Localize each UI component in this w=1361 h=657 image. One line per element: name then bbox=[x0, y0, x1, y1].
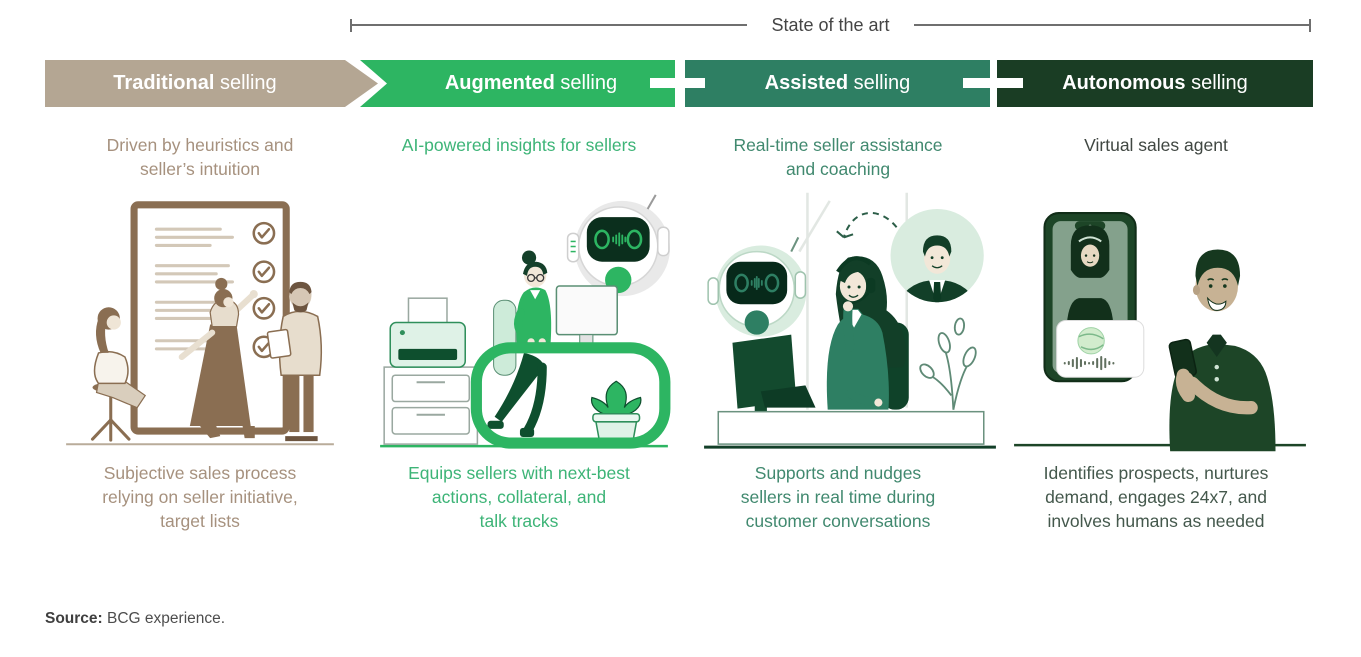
stage-caption-autonomous: Identifies prospects, nurtures demand, e… bbox=[1043, 463, 1269, 532]
stage-subtitle-augmented: AI-powered insights for sellers bbox=[401, 135, 637, 155]
standing-woman-figure bbox=[178, 277, 258, 439]
dashed-arrow-icon bbox=[836, 212, 898, 239]
stage-title-bold: Assisted bbox=[764, 72, 849, 94]
laptop-icon bbox=[760, 385, 816, 408]
bar-connector-dash bbox=[650, 78, 705, 88]
stage-title-rest: selling bbox=[214, 72, 277, 94]
stage-title-bold: Traditional bbox=[113, 72, 215, 94]
stage-caption-assisted: Supports and nudges sellers in real time… bbox=[740, 463, 936, 532]
printer-icon bbox=[383, 297, 479, 445]
voice-assistant-card bbox=[1056, 319, 1145, 378]
illustration-autonomous-selling bbox=[1014, 212, 1306, 452]
state-of-the-art-bracket: State of the art bbox=[350, 13, 1312, 37]
source-text: BCG experience. bbox=[102, 610, 226, 627]
stage-bar-autonomous: Autonomous selling bbox=[997, 60, 1313, 107]
stage-caption-traditional: Subjective sales process relying on sell… bbox=[102, 463, 298, 532]
bracket-right-tick bbox=[1309, 18, 1312, 32]
illustration-traditional-selling bbox=[66, 201, 334, 446]
succulent-plant-icon bbox=[591, 380, 642, 445]
plant-icon bbox=[919, 317, 977, 410]
bracket-left-line bbox=[352, 24, 748, 26]
desk bbox=[717, 410, 985, 445]
source-note: Source: BCG experience. bbox=[45, 610, 225, 628]
virtual-agent-avatar bbox=[1066, 225, 1114, 325]
desk-frame bbox=[470, 342, 671, 449]
stage-subtitle-assisted: Real-time seller assistance and coaching bbox=[733, 135, 943, 180]
customer-with-phone-figure bbox=[1168, 249, 1276, 452]
stage-bar-traditional: Traditional selling bbox=[45, 60, 378, 107]
stage-subtitle-autonomous: Virtual sales agent bbox=[1084, 135, 1228, 155]
monitor-icon bbox=[555, 285, 618, 346]
stage-title-rest: selling bbox=[1185, 72, 1248, 94]
stage-title-bold: Augmented bbox=[444, 72, 555, 94]
illustration-assisted-selling bbox=[704, 192, 996, 449]
stage-title-rest: selling bbox=[848, 72, 911, 94]
virtual-agent-phone-icon bbox=[1043, 212, 1145, 383]
ai-robot-icon bbox=[707, 236, 807, 337]
waveform-icon bbox=[1063, 355, 1115, 371]
standing-man-figure bbox=[266, 281, 323, 442]
stage-title-rest: selling bbox=[554, 72, 618, 94]
source-label: Source: bbox=[45, 610, 103, 627]
stage-bar-assisted: Assisted selling bbox=[685, 60, 990, 107]
stage-caption-augmented: Equips sellers with next-best actions, c… bbox=[408, 463, 630, 532]
stage-subtitle-traditional: Driven by heuristics and seller’s intuit… bbox=[106, 135, 294, 180]
bracket-right-line bbox=[913, 24, 1310, 26]
stage-bar-augmented: Augmented selling bbox=[360, 60, 675, 107]
seated-woman-figure bbox=[90, 307, 147, 442]
bracket-label: State of the art bbox=[771, 14, 890, 35]
checklist-board-icon bbox=[130, 201, 290, 435]
bar-connector-dash bbox=[963, 78, 1023, 88]
stage-title-bold: Autonomous bbox=[1062, 72, 1186, 94]
monitor-stand bbox=[732, 334, 816, 419]
ai-robot-icon bbox=[566, 194, 670, 297]
illustration-augmented-selling bbox=[380, 194, 671, 449]
customer-portrait-circle bbox=[890, 209, 984, 303]
seller-with-headset-figure bbox=[826, 256, 909, 410]
bracket-left-tick bbox=[350, 18, 352, 32]
